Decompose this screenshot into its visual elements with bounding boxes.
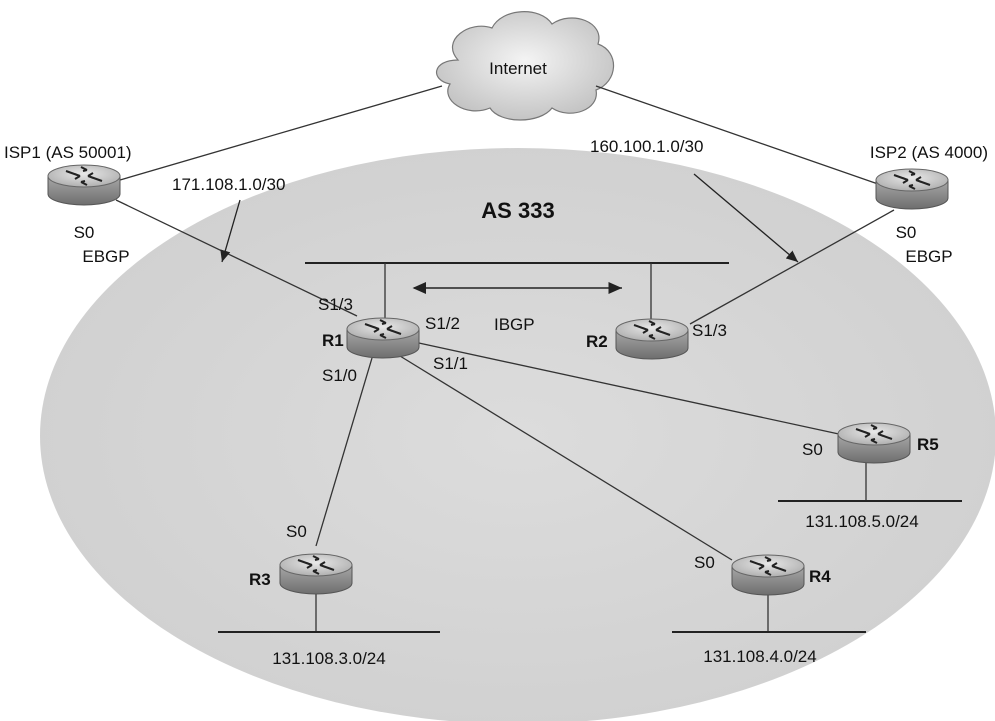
isp1-iface: S0 <box>74 223 95 242</box>
r3-name: R3 <box>249 570 271 589</box>
link-r1-r3 <box>315 357 373 547</box>
r4-name: R4 <box>809 567 831 586</box>
link-isp2-r2 <box>689 209 895 325</box>
r3-iface: S0 <box>286 522 307 541</box>
internet-cloud <box>435 11 615 121</box>
r4-iface: S0 <box>694 553 715 572</box>
isp1-proto: EBGP <box>82 247 129 266</box>
isp1-link-subnet: 171.108.1.0/30 <box>172 175 285 194</box>
as-area-label: AS 333 <box>481 198 554 223</box>
link-isp1-r1 <box>115 199 358 317</box>
link-r1-r5 <box>404 339 849 437</box>
router-isp2-icon <box>875 168 949 210</box>
r2-name: R2 <box>586 332 608 351</box>
router-r2-icon <box>615 318 689 360</box>
r4-lan-subnet: 131.108.4.0/24 <box>703 647 816 666</box>
ibgp-label: IBGP <box>494 315 535 334</box>
r1-iface-s13: S1/3 <box>318 295 353 314</box>
link-internet-isp1 <box>119 85 443 181</box>
router-r3-icon <box>279 553 353 595</box>
isp1-name: ISP1 (AS 50001) <box>4 143 132 162</box>
r5-iface: S0 <box>802 440 823 459</box>
r3-lan-subnet: 131.108.3.0/24 <box>272 649 385 668</box>
cloud-label: Internet <box>489 59 547 78</box>
r1-name: R1 <box>322 331 344 350</box>
r1-iface-s12: S1/2 <box>425 314 460 333</box>
isp1-subnet-pointer <box>220 199 241 263</box>
isp2-iface: S0 <box>896 223 917 242</box>
r1-iface-s11: S1/1 <box>433 354 468 373</box>
router-r1-icon <box>346 317 420 359</box>
isp2-proto: EBGP <box>905 247 952 266</box>
isp2-subnet-pointer <box>693 173 799 263</box>
r5-name: R5 <box>917 435 939 454</box>
link-internet-isp2 <box>595 85 879 185</box>
isp2-link-subnet: 160.100.1.0/30 <box>590 137 703 156</box>
link-r1-r4 <box>399 355 733 561</box>
router-r5-icon <box>837 422 911 464</box>
isp2-name: ISP2 (AS 4000) <box>870 143 988 162</box>
router-isp1-icon <box>47 164 121 206</box>
r1-iface-s10: S1/0 <box>322 366 357 385</box>
router-r4-icon <box>731 554 805 596</box>
r2-iface-s13: S1/3 <box>692 321 727 340</box>
r5-lan-subnet: 131.108.5.0/24 <box>805 512 918 531</box>
